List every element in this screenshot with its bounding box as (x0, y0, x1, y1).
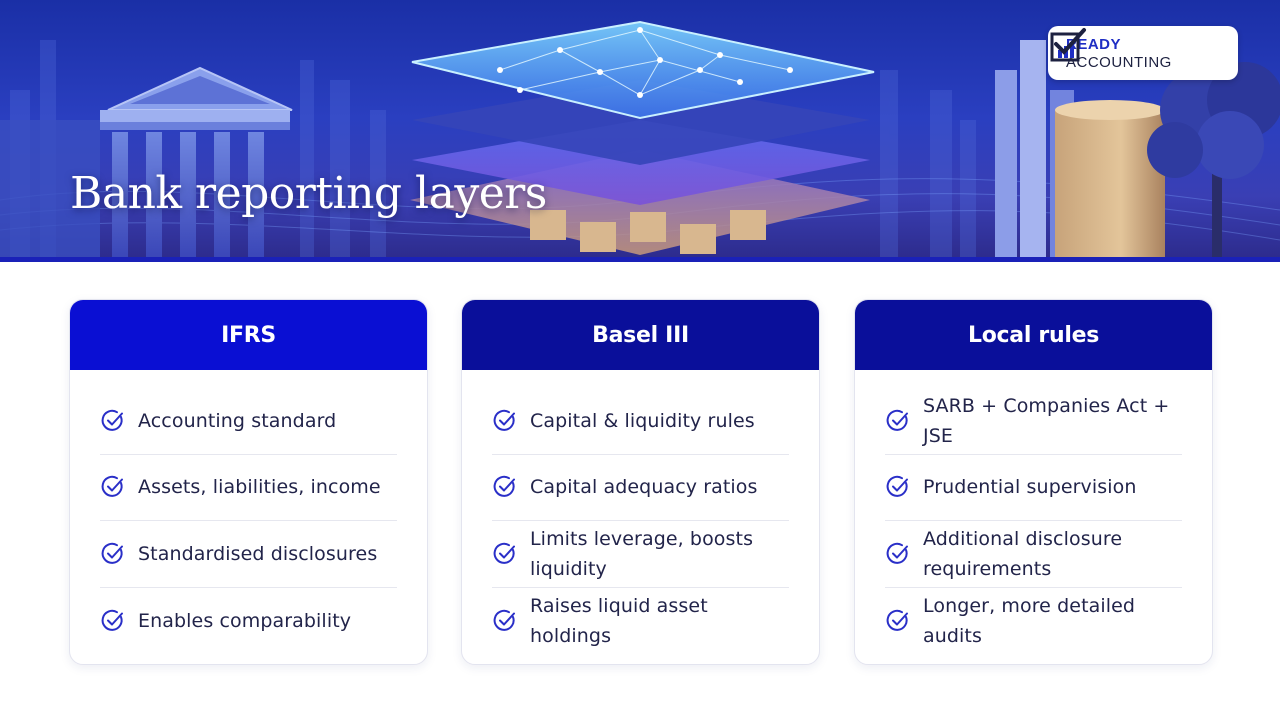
brand-logo: READY ACCOUNTING (1048, 26, 1238, 80)
list-item-text: Prudential supervision (923, 476, 1137, 499)
card-list: SARB + Companies Act + JSE Prudential su… (855, 370, 1212, 654)
list-item: Enables comparability (100, 588, 397, 655)
check-circle-icon (493, 476, 515, 498)
hero-divider (0, 257, 1280, 262)
check-circle-icon (493, 542, 515, 564)
card-basel-iii: Basel III Capital & liquidity rules Capi… (461, 299, 820, 665)
list-item-text: Additional disclosure requirements (923, 527, 1123, 580)
check-circle-icon (493, 609, 515, 631)
hero-banner: Bank reporting layers READY ACCOUNTING (0, 0, 1280, 262)
check-circle-icon (101, 609, 123, 631)
hero-illustration (0, 20, 1280, 260)
page-title: Bank reporting layers (70, 168, 547, 219)
check-circle-icon (493, 409, 515, 431)
card-list: Capital & liquidity rules Capital adequa… (462, 370, 819, 654)
check-circle-icon (886, 542, 908, 564)
logo-text-ready: READY (1066, 35, 1122, 53)
tree-illustration (1147, 62, 1280, 260)
list-item-text: Capital adequacy ratios (530, 476, 758, 499)
logo-text-accounting: ACCOUNTING (1066, 53, 1172, 71)
card-header: IFRS (70, 300, 427, 370)
city-buildings-illustration (995, 40, 1165, 260)
check-circle-icon (101, 542, 123, 564)
check-circle-icon (886, 609, 908, 631)
card-header: Local rules (855, 300, 1212, 370)
list-item-text: Limits leverage, boosts liquidity (530, 527, 754, 580)
list-item-text: Assets, liabilities, income (138, 476, 381, 499)
list-item: SARB + Companies Act + JSE (885, 388, 1182, 455)
bank-building-illustration (0, 66, 293, 260)
list-item: Accounting standard (100, 388, 397, 455)
list-item-text: Enables comparability (138, 609, 352, 632)
list-item: Capital adequacy ratios (492, 455, 789, 521)
list-item: Limits leverage, boosts liquidity (492, 521, 789, 588)
card-header: Basel III (462, 300, 819, 370)
list-item: Raises liquid asset holdings (492, 588, 789, 655)
check-circle-icon (886, 476, 908, 498)
check-circle-icon (886, 409, 908, 431)
data-layers-illustration (410, 20, 875, 255)
list-item: Assets, liabilities, income (100, 455, 397, 521)
card-ifrs: IFRS Accounting standard Assets, liabili… (69, 299, 428, 665)
list-item: Additional disclosure requirements (885, 521, 1182, 588)
list-item-text: Standardised disclosures (138, 542, 378, 565)
check-circle-icon (101, 409, 123, 431)
list-item-text: Longer, more detailed audits (923, 594, 1136, 647)
list-item-text: Capital & liquidity rules (530, 409, 755, 432)
list-item: Prudential supervision (885, 455, 1182, 521)
checkbox-chart-logo-icon (1050, 28, 1086, 62)
card-local-rules: Local rules SARB + Companies Act + JSE P… (854, 299, 1213, 665)
list-item-text: Raises liquid asset holdings (530, 594, 708, 647)
check-circle-icon (101, 476, 123, 498)
list-item: Standardised disclosures (100, 521, 397, 588)
list-item: Capital & liquidity rules (492, 388, 789, 455)
list-item-text: SARB + Companies Act + JSE (923, 394, 1170, 447)
card-list: Accounting standard Assets, liabilities,… (70, 370, 427, 654)
list-item: Longer, more detailed audits (885, 588, 1182, 655)
list-item-text: Accounting standard (138, 409, 337, 432)
